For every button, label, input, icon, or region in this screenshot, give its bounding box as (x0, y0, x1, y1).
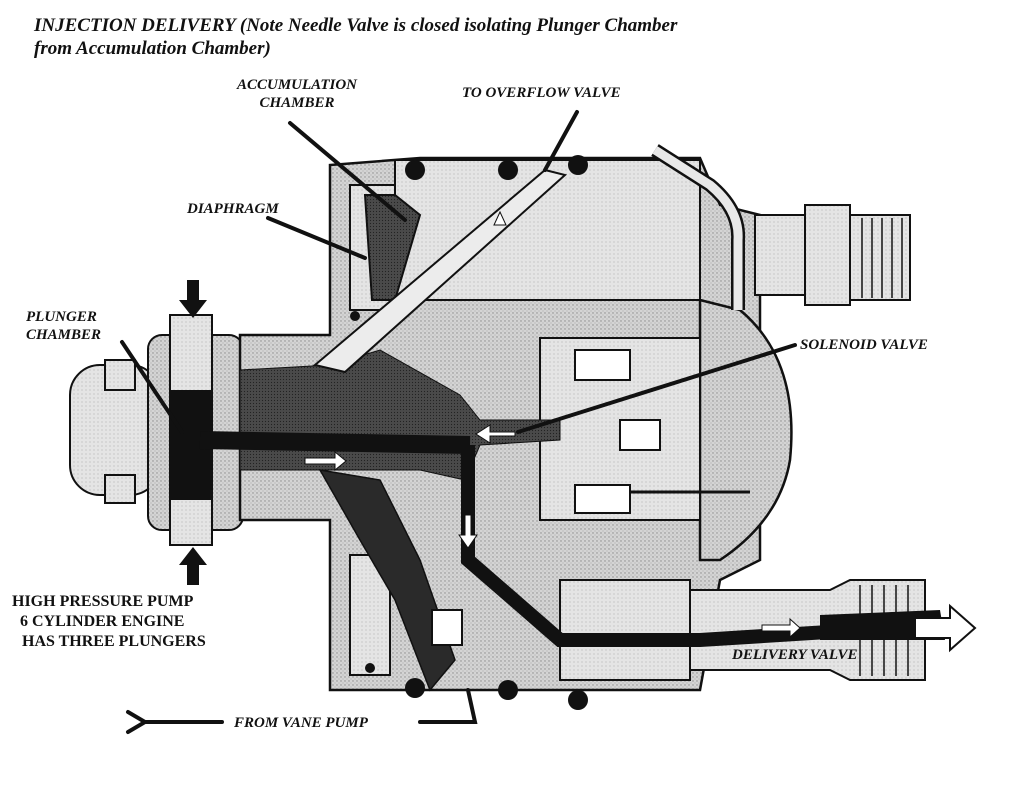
leader-lines (120, 110, 797, 734)
label-plunger-chamber: PLUNGER CHAMBER (26, 308, 101, 344)
label-from-vane-pump: FROM VANE PUMP (234, 715, 368, 731)
label-plunger-line-2: CHAMBER (26, 327, 102, 343)
title-line-2: from Accumulation Chamber) (34, 38, 271, 59)
label-diaphragm: DIAPHRAGM (187, 201, 279, 217)
label-to-overflow-valve: TO OVERFLOW VALVE (462, 85, 621, 101)
label-solenoid-valve: SOLENOID VALVE (800, 337, 928, 353)
label-high-pressure-pump: HIGH PRESSURE PUMP 6 CYLINDER ENGINE HAS… (12, 592, 206, 652)
label-accumulation-chamber: ACCUMULATION CHAMBER (212, 76, 382, 112)
flow-arrows (304, 210, 977, 653)
label-accumulation-line-2: CHAMBER (259, 95, 335, 111)
label-plunger-line-1: PLUNGER (26, 309, 97, 325)
label-hp-line-3: HAS THREE PLUNGERS (22, 633, 206, 650)
label-hp-line-1: HIGH PRESSURE PUMP (12, 593, 194, 610)
plunger-force-arrows (179, 280, 207, 585)
diagram-title: INJECTION DELIVERY (Note Needle Valve is… (34, 14, 934, 60)
o-rings (350, 155, 588, 710)
label-delivery-valve: DELIVERY VALVE (732, 647, 858, 663)
title-line-1: INJECTION DELIVERY (Note Needle Valve is… (34, 15, 678, 36)
label-accumulation-line-1: ACCUMULATION (236, 77, 358, 93)
label-hp-line-2: 6 CYLINDER ENGINE (20, 613, 185, 630)
